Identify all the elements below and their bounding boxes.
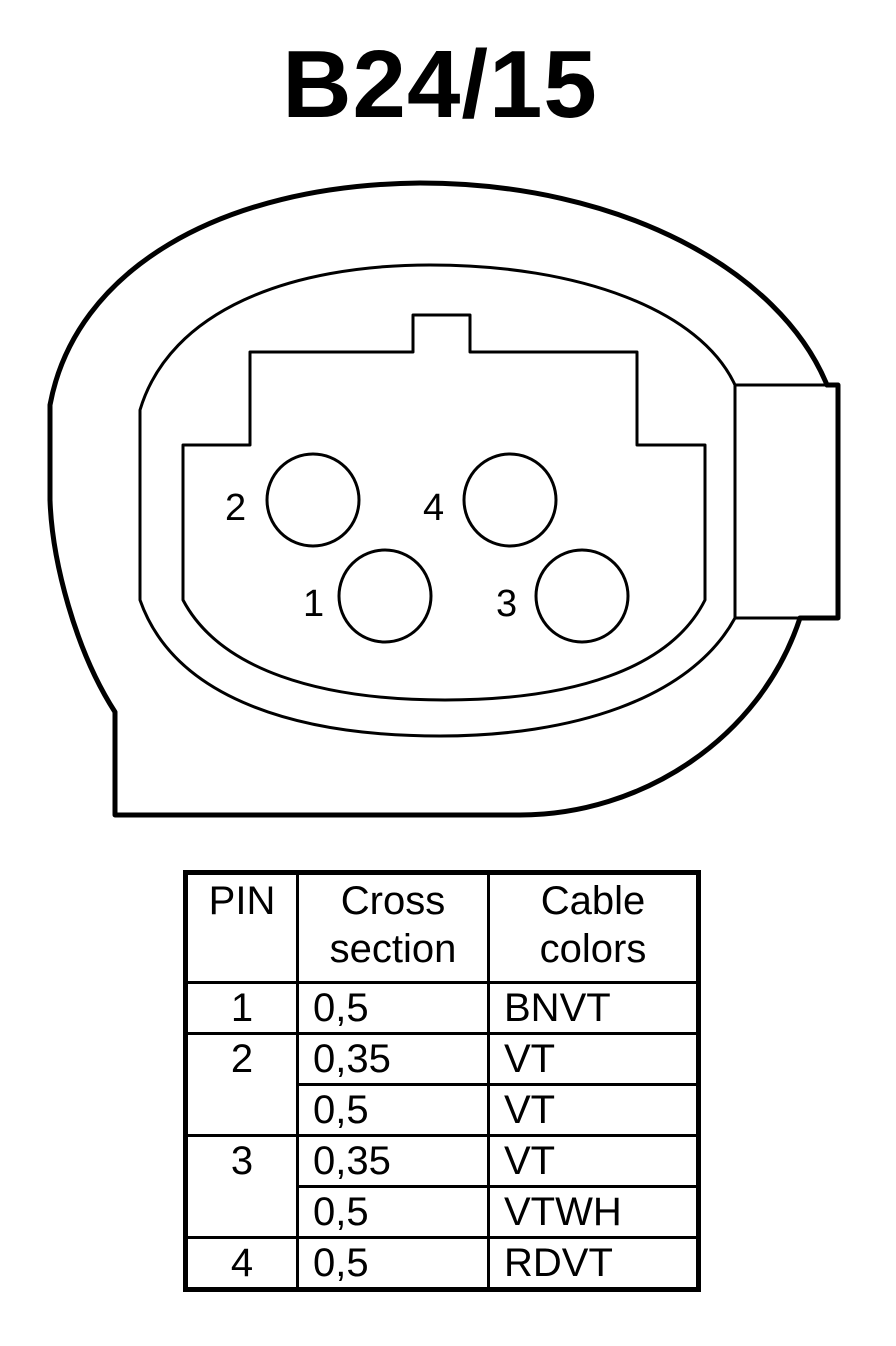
cell-cross-section: 0,5 [296,1083,490,1137]
cell-cable-color: RDVT [487,1236,700,1291]
pin-hole-3 [534,548,630,644]
header-cable-colors-line2: colors [539,927,647,971]
cell-cable-color: VTWH [487,1185,700,1239]
pin-label-2: 2 [225,487,246,529]
cell-pin: 1 [184,981,299,1035]
cell-cable-color: VT [487,1032,700,1086]
pin-label-4: 4 [423,487,444,529]
table-row: 3 0,35 VT [184,1134,700,1188]
cell-cable-color: VT [487,1134,700,1188]
connector-housing-outline [47,180,841,818]
cell-cable-color: BNVT [487,981,700,1035]
diagram-title: B24/15 [282,31,598,138]
cell-cross-section: 0,5 [296,981,490,1035]
pin-hole-1 [337,548,433,644]
cell-pin [184,1186,299,1239]
header-pin-label: PIN [208,879,276,923]
connector-inner-ring [138,263,737,738]
pin-hole-4 [462,452,558,548]
table-header-row: PIN Cross section Cable colors [184,871,700,984]
connector-diagram: 2 4 1 3 [47,180,841,818]
table-row: 1 0,5 BNVT [184,981,700,1035]
cell-cross-section: 0,35 [296,1032,490,1086]
header-cross-section-line1: Cross [340,879,446,923]
table-row: 0,5 VT [184,1083,700,1137]
cell-cable-color: VT [487,1083,700,1137]
table-row: 4 0,5 RDVT [184,1236,700,1291]
cell-cross-section: 0,35 [296,1134,490,1188]
table-row: 2 0,35 VT [184,1032,700,1086]
pin-hole-2 [265,452,361,548]
cell-cross-section: 0,5 [296,1236,490,1291]
header-pin: PIN [184,871,299,984]
cell-pin [184,1084,299,1137]
pin-label-3: 3 [496,583,517,625]
cell-pin: 4 [184,1236,299,1291]
cell-cross-section: 0,5 [296,1185,490,1239]
pin-label-1: 1 [303,583,324,625]
connector-latch-tab [733,383,840,620]
cell-pin: 2 [184,1032,299,1085]
header-cross-section: Cross section [296,871,490,984]
header-cable-colors: Cable colors [487,871,700,984]
connector-pin-cavity [181,313,707,702]
pin-assignment-table: PIN Cross section Cable colors 1 0,5 BNV… [183,870,701,1292]
table-row: 0,5 VTWH [184,1185,700,1239]
header-cross-section-line2: section [329,927,457,971]
header-cable-colors-line1: Cable [540,879,646,923]
cell-pin: 3 [184,1134,299,1187]
